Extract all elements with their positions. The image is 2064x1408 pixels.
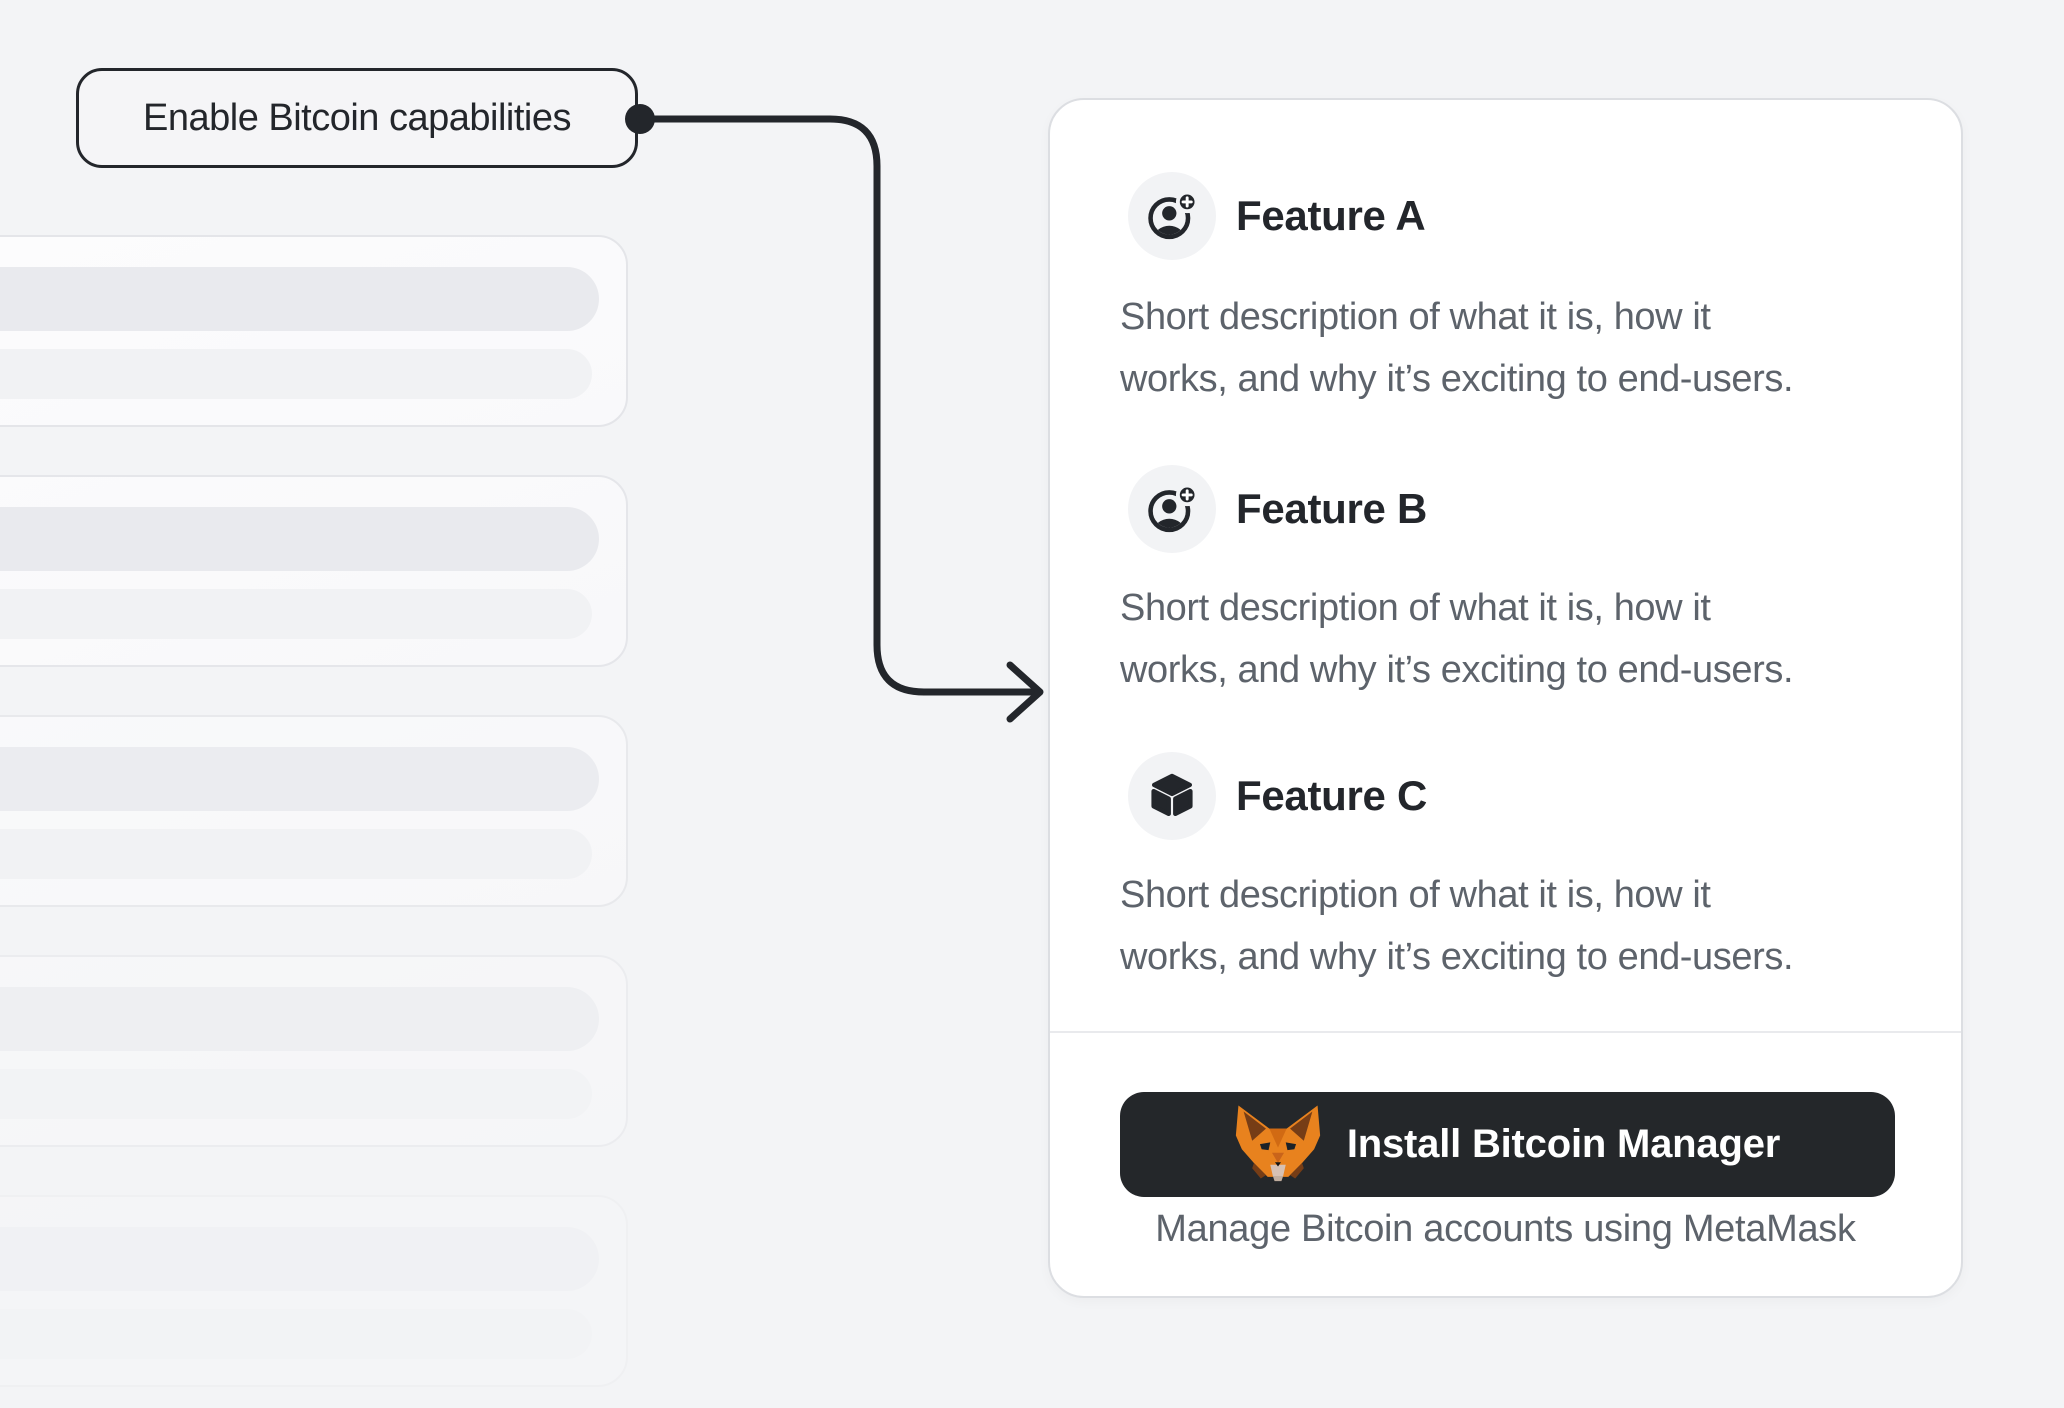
features-card: Feature A Short description of what it i… (1048, 98, 1963, 1298)
feature-description: Short description of what it is, how it … (1120, 874, 1794, 978)
skeleton-card (0, 235, 628, 427)
install-bitcoin-manager-button[interactable]: Install Bitcoin Manager (1120, 1092, 1895, 1197)
skeleton-line (0, 829, 592, 879)
bitcoin-capabilities-callout: Enable Bitcoin capabilities (76, 68, 638, 168)
skeleton-line (0, 507, 599, 571)
skeleton-line (0, 1069, 592, 1119)
skeleton-card (0, 1195, 628, 1387)
add-user-icon (1128, 465, 1216, 553)
card-divider (1050, 1031, 1961, 1033)
metamask-caption: Manage Bitcoin accounts using MetaMask (1155, 1208, 1856, 1250)
feature-row-c: Feature C (1128, 752, 1427, 840)
feature-description: Short description of what it is, how it … (1120, 296, 1794, 400)
feature-title: Feature B (1236, 485, 1428, 532)
metamask-fox-icon (1235, 1104, 1321, 1186)
skeleton-line (0, 1227, 599, 1291)
skeleton-card (0, 955, 628, 1147)
skeleton-line (0, 589, 592, 639)
skeleton-line (0, 1309, 592, 1359)
skeleton-card (0, 475, 628, 667)
skeleton-card (0, 715, 628, 907)
skeleton-line (0, 747, 599, 811)
install-button-label: Install Bitcoin Manager (1346, 1122, 1781, 1166)
skeleton-line (0, 349, 592, 399)
arrowhead-icon (1006, 661, 1044, 723)
add-user-icon (1128, 172, 1216, 260)
feature-description: Short description of what it is, how it … (1120, 587, 1794, 691)
skeleton-line (0, 267, 599, 331)
feature-title: Feature C (1236, 772, 1428, 819)
callout-label: Enable Bitcoin capabilities (143, 96, 572, 139)
cube-icon (1128, 752, 1216, 840)
feature-row-b: Feature B (1128, 465, 1427, 553)
feature-row-a: Feature A (1128, 172, 1426, 260)
skeleton-line (0, 987, 599, 1051)
feature-title: Feature A (1236, 192, 1426, 239)
